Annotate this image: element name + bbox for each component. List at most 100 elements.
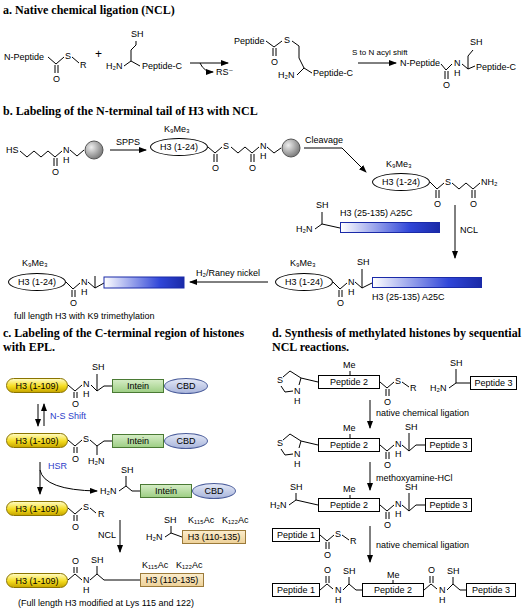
- chem-label: S: [65, 51, 71, 61]
- chem-label: O: [470, 199, 477, 209]
- equilibrium-arrow: [44, 404, 45, 426]
- chem-label: K₉Me₃: [164, 124, 190, 134]
- protein-cylinder: H3 (1-109): [6, 501, 68, 516]
- chem-label: SH: [343, 566, 356, 576]
- node-label: H3 (1-109): [15, 436, 58, 446]
- chem-label: S: [277, 438, 283, 448]
- protein-bar: H3 (25-135) A25C: [372, 277, 482, 302]
- peptide-box: Peptide 3: [425, 498, 472, 512]
- chem-label: O: [428, 565, 435, 575]
- chem-label: H: [260, 151, 267, 161]
- chem-label: N: [395, 499, 402, 509]
- chem-label: S: [335, 529, 341, 539]
- chem-label: H: [83, 389, 90, 399]
- chem-label: native chemical ligation: [376, 540, 469, 550]
- chem-label: O: [72, 454, 79, 464]
- node-label: Peptide 3: [429, 500, 467, 510]
- chem-label: O: [271, 57, 278, 67]
- chem-label: O: [212, 163, 219, 173]
- node-label: Intein: [127, 436, 149, 446]
- chem-label: H₂N: [296, 224, 313, 234]
- bond-lines: [20, 147, 480, 297]
- node-label: Peptide 3: [474, 378, 512, 388]
- chem-label: N: [83, 379, 90, 389]
- node-label: H3 (1-24): [18, 277, 56, 287]
- peptide-box: Peptide 2: [362, 583, 424, 597]
- peptide-oval: H3 (1-24): [275, 273, 333, 291]
- node-label: CBD: [176, 436, 195, 446]
- node-label: H3 (1-109): [15, 381, 58, 391]
- chem-label: SH: [121, 465, 134, 475]
- thiazolidine-ring: [281, 371, 318, 455]
- bond-lines: [48, 41, 475, 79]
- chem-label: O: [384, 460, 391, 470]
- chem-label: O: [324, 550, 331, 560]
- chem-label: N: [260, 141, 267, 151]
- peptide-box: Peptide 2: [318, 375, 380, 389]
- chem-label: O: [384, 397, 391, 407]
- resin-bead: [85, 141, 103, 159]
- intein-box: Intein: [112, 434, 164, 448]
- peptide-box: Peptide 1: [272, 528, 320, 542]
- chem-label: SH: [290, 482, 303, 492]
- bond-lines: [289, 369, 470, 590]
- equilibrium-arrow: [38, 404, 39, 426]
- chem-label: H: [395, 449, 402, 459]
- reaction-arrow: [120, 520, 121, 552]
- chem-label: HSR: [48, 461, 67, 471]
- chem-label: H: [294, 396, 301, 406]
- chem-label: H₂/Raney nickel: [196, 268, 260, 278]
- peptide-oval: H3 (1-24): [150, 138, 208, 156]
- chem-label: H: [63, 155, 70, 165]
- chem-label: K₁₁₅Ac: [142, 560, 168, 570]
- chem-label: NCL: [460, 225, 478, 235]
- peptide-box: H3 (110-135): [182, 530, 246, 544]
- chem-label: Me: [343, 423, 356, 433]
- peptide-box: Peptide 2: [318, 438, 380, 452]
- chem-label: K₁₂₂Ac: [176, 560, 203, 570]
- chem-label: R: [98, 509, 105, 519]
- chem-label: SH: [164, 515, 177, 525]
- chem-label: H: [81, 287, 88, 297]
- panel-heading: a. Native chemical ligation (NCL): [3, 3, 253, 17]
- chem-label: N: [294, 449, 301, 459]
- chem-label: H: [454, 68, 461, 78]
- chem-label: O: [72, 556, 79, 566]
- protein-bar: [104, 277, 184, 288]
- chem-label: N: [454, 58, 461, 68]
- chem-label: O: [72, 399, 79, 409]
- chem-label: K₉Me₃: [386, 159, 412, 169]
- peptide-oval: H3 (1-24): [8, 273, 66, 291]
- node-label: H3 (1-109): [15, 576, 58, 586]
- chem-label: Peptide-C: [142, 61, 182, 71]
- node-label: H3 (1-24): [160, 142, 198, 152]
- chem-label: NH₂: [481, 177, 498, 187]
- chem-label: SH: [316, 200, 329, 210]
- node-label: Peptide 2: [330, 377, 368, 387]
- chem-label: H: [439, 595, 446, 605]
- chem-label: N-S Shift: [50, 411, 86, 421]
- chem-label: SH: [470, 37, 483, 47]
- node-label: H3 (1-109): [15, 504, 58, 514]
- chem-label: O: [384, 520, 391, 530]
- chem-label: K₉Me₃: [290, 258, 316, 268]
- chem-label: Peptide-C: [313, 68, 353, 78]
- node-label: H3 (1-24): [285, 277, 323, 287]
- chem-label: SH: [405, 422, 418, 432]
- chem-label: O: [70, 298, 77, 308]
- chem-label: H: [348, 287, 355, 297]
- chem-label: full length H3 with K9 trimethylation: [14, 311, 155, 321]
- chem-label: S: [395, 376, 401, 386]
- chem-label: O: [72, 522, 79, 532]
- chem-label: N: [335, 585, 342, 595]
- chem-label: R: [80, 60, 87, 70]
- chem-label: S to N acyl shift: [352, 48, 408, 58]
- bar-shape: [372, 277, 482, 288]
- peptide-box: Peptide 1: [272, 583, 320, 597]
- chem-label: SH: [447, 566, 460, 576]
- node-label: Intein: [127, 381, 149, 391]
- chem-label: Me: [343, 360, 356, 370]
- protein-cylinder: H3 (1-109): [6, 573, 68, 588]
- cbd-oval: CBD: [164, 378, 208, 394]
- node-label: H3 (25-135) A25C: [340, 208, 413, 218]
